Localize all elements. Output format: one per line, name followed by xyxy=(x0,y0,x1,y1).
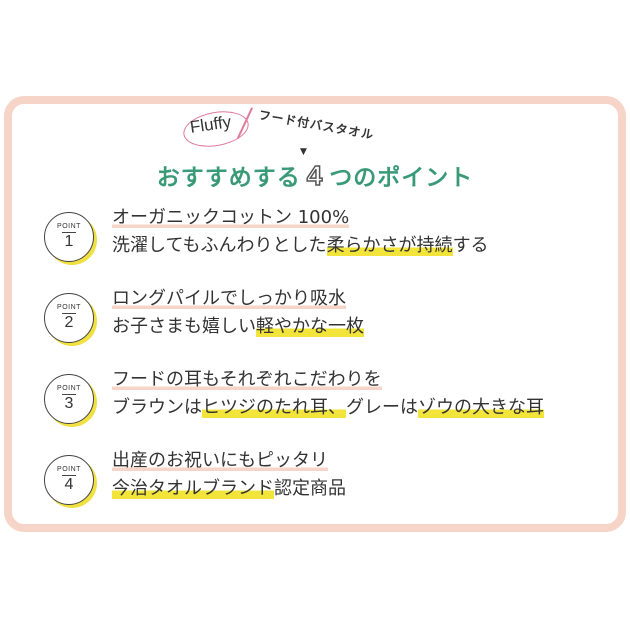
text-segment: 認定商品 xyxy=(274,478,346,499)
title-number: 4 xyxy=(306,159,324,192)
point-badge: POINT 4 xyxy=(44,455,94,505)
point-detail: ブラウンはヒツジのたれ耳、グレーはゾウの大きな耳 xyxy=(112,396,544,420)
highlighted-segment: 軽やかな一枚 xyxy=(256,316,364,337)
point-badge: POINT 1 xyxy=(44,212,94,262)
highlighted-segment: 今治タオルブランド xyxy=(112,478,274,499)
divider xyxy=(62,394,76,395)
point-item-3: POINT 3 フードの耳もそれぞれこだわりを ブラウンはヒツジのたれ耳、グレーは… xyxy=(44,368,614,434)
title-pre: おすすめする xyxy=(156,165,301,191)
point-badge: POINT 3 xyxy=(44,374,94,424)
highlighted-segment: ヒツジのたれ耳、 xyxy=(202,397,346,418)
point-number: 3 xyxy=(64,395,74,412)
point-number: 1 xyxy=(64,233,74,250)
text-segment: ブラウンは xyxy=(112,397,202,418)
text-segment: する xyxy=(452,235,489,256)
point-label: POINT xyxy=(57,223,81,230)
point-label: POINT xyxy=(57,466,81,473)
highlighted-segment: ゾウの大きな耳 xyxy=(418,397,544,418)
point-headline: ロングパイルでしっかり吸水 xyxy=(112,287,346,311)
divider xyxy=(62,232,76,233)
point-headline: 出産のお祝いにもピッタリ xyxy=(112,449,328,473)
point-item-2: POINT 2 ロングパイルでしっかり吸水 お子さまも嬉しい軽やかな一枚 xyxy=(44,287,614,353)
divider xyxy=(62,313,76,314)
point-label: POINT xyxy=(57,385,81,392)
point-detail: 今治タオルブランド認定商品 xyxy=(112,477,346,501)
text-segment: 洗濯してもふんわりとした xyxy=(112,235,327,256)
point-badge: POINT 2 xyxy=(44,293,94,343)
text-segment: グレーは xyxy=(346,397,418,418)
divider xyxy=(62,475,76,476)
point-detail: 洗濯してもふんわりとした柔らかさが持続する xyxy=(112,234,489,258)
point-headline: オーガニックコットン 100% xyxy=(112,206,350,230)
point-headline: フードの耳もそれぞれこだわりを xyxy=(112,368,382,392)
highlighted-segment: 柔らかさが持続 xyxy=(326,235,453,256)
point-detail: お子さまも嬉しい軽やかな一枚 xyxy=(112,315,364,339)
title-post: つのポイント xyxy=(329,165,474,191)
point-number: 2 xyxy=(64,314,74,331)
point-label: POINT xyxy=(57,304,81,311)
point-item-1: POINT 1 オーガニックコットン 100% 洗濯してもふんわりとした柔らかさが… xyxy=(44,206,614,272)
text-segment: お子さまも嬉しい xyxy=(112,316,256,337)
point-item-4: POINT 4 出産のお祝いにもピッタリ 今治タオルブランド認定商品 xyxy=(44,449,614,515)
arrow-down-icon: ▼ xyxy=(300,147,307,157)
point-number: 4 xyxy=(64,476,74,493)
